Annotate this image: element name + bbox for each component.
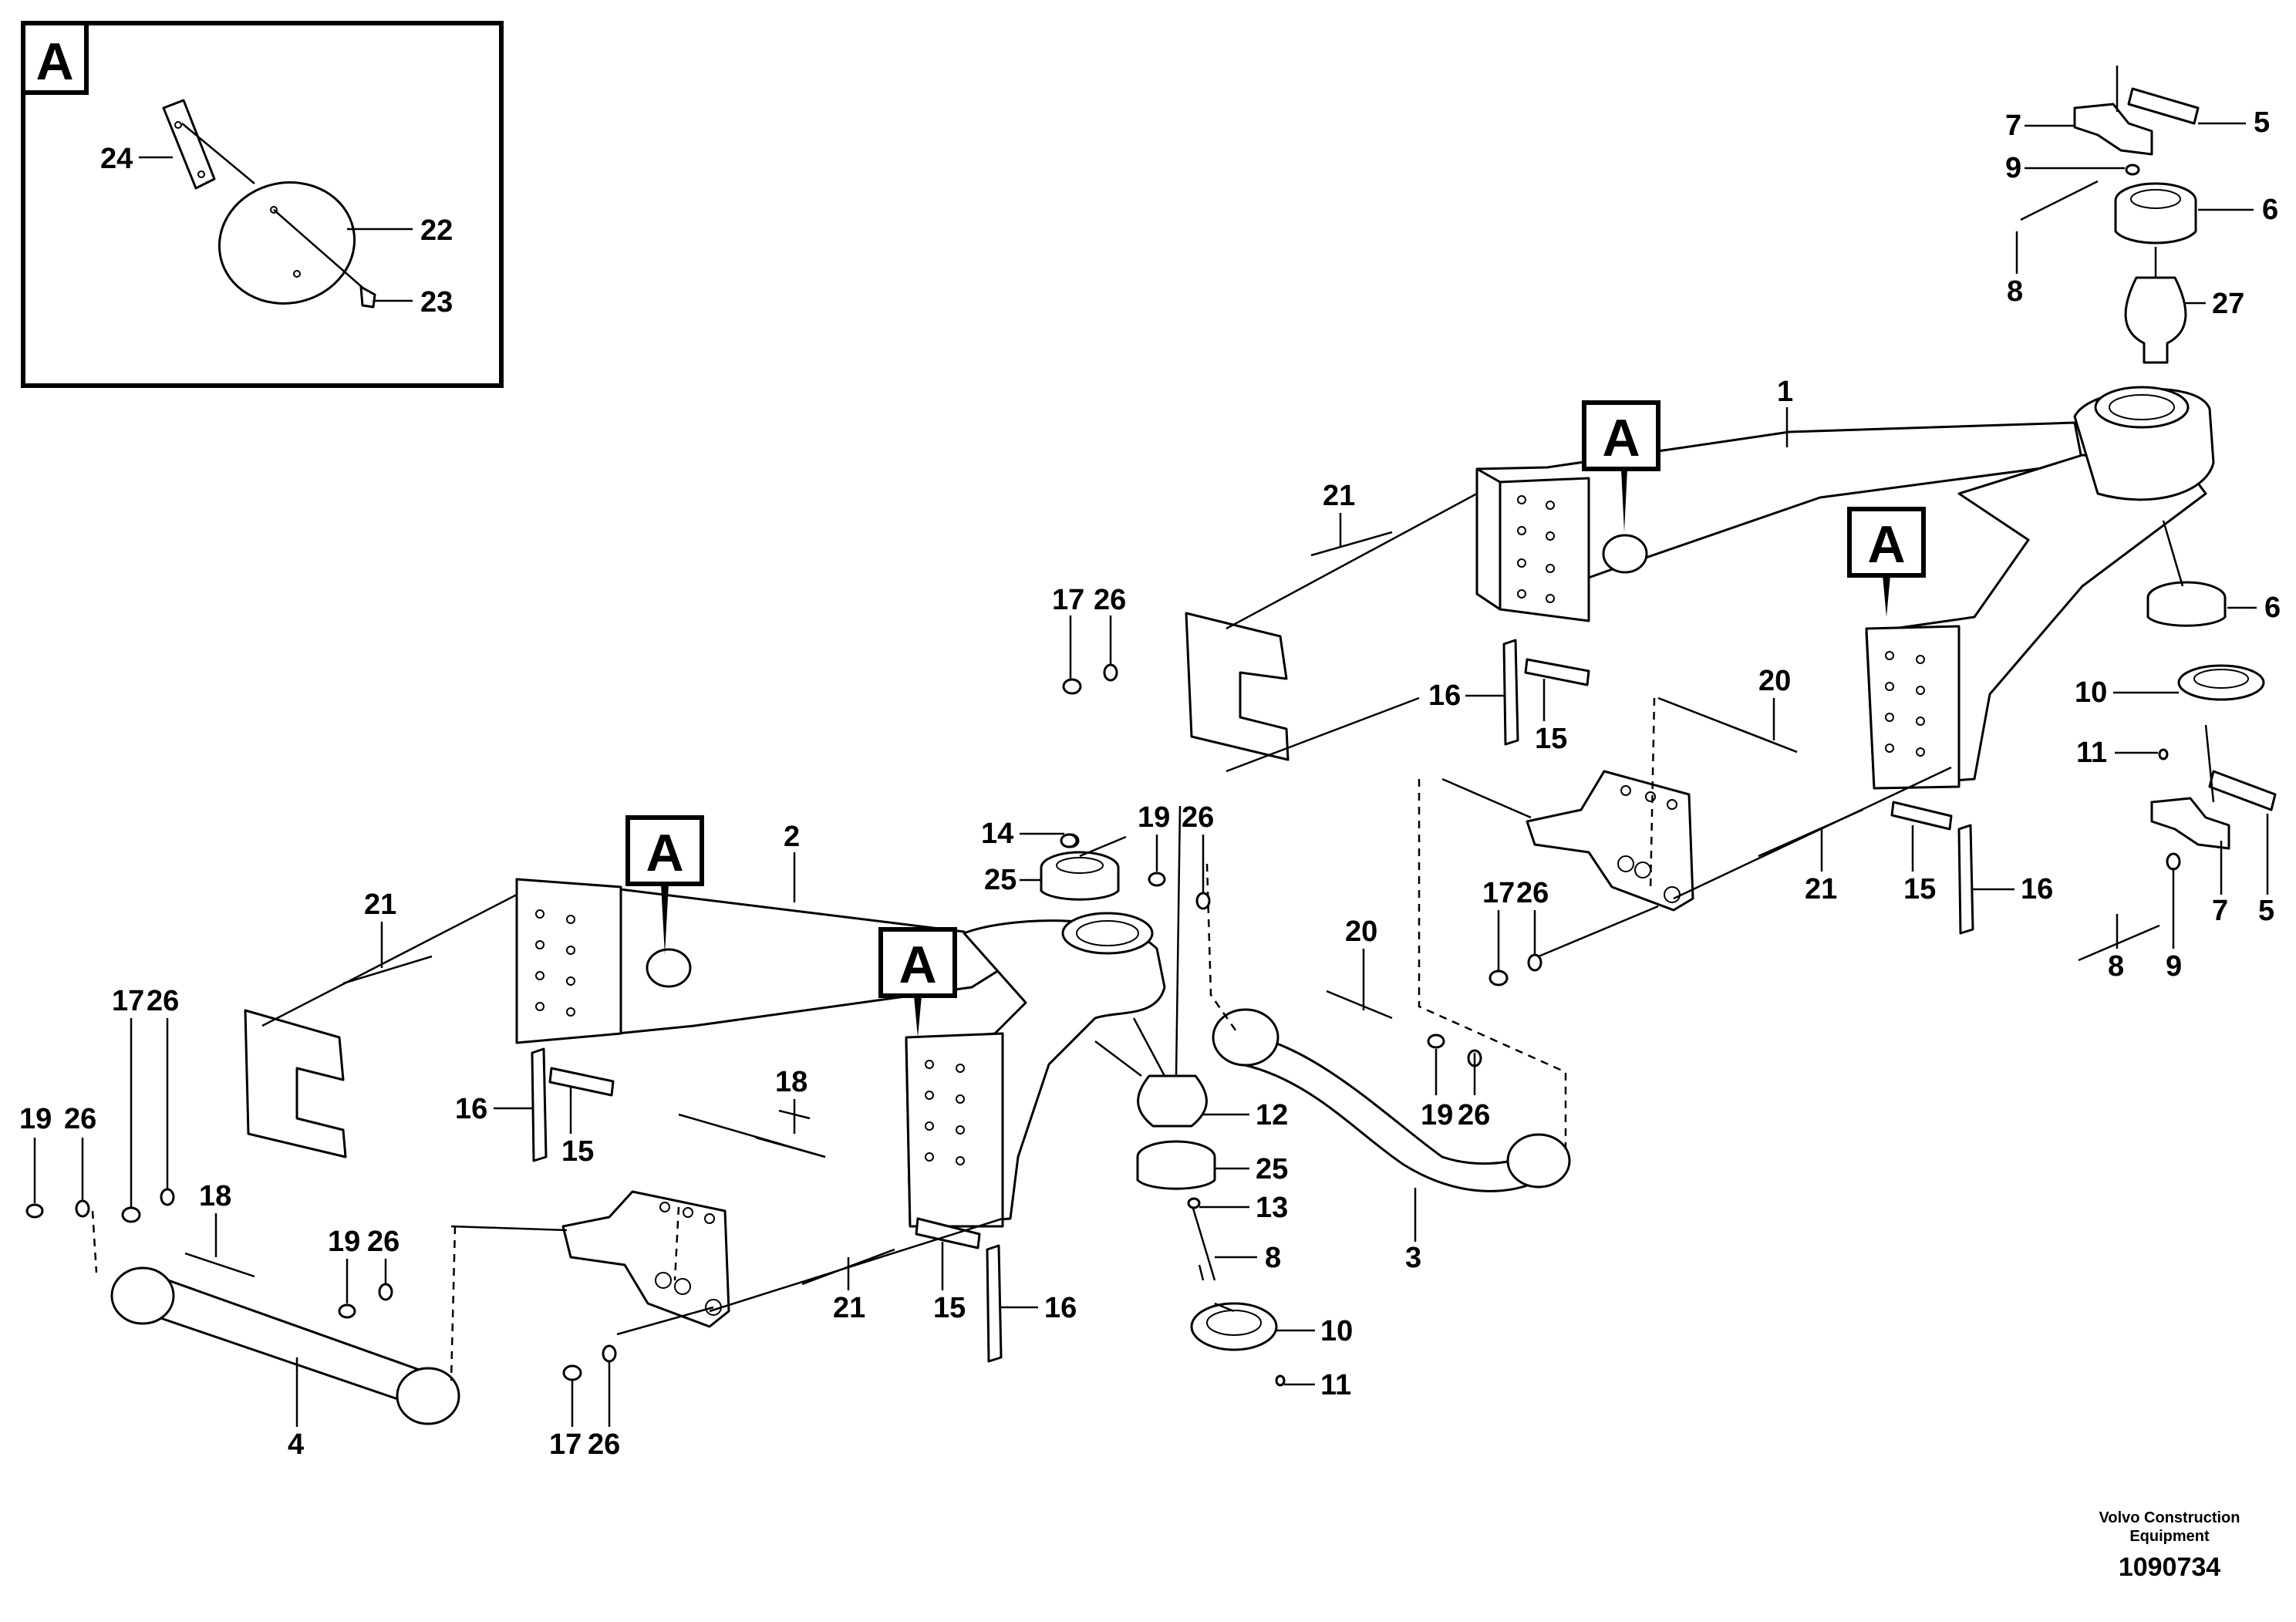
ball-stud-27 [2124,276,2187,364]
c-bracket-lower [244,1009,347,1158]
label-10-upper: 10 [2075,676,2107,709]
label-20-a: 20 [1758,665,1791,697]
label-7-bottom: 7 [2212,895,2228,927]
cross-bracket-upper [1526,770,1694,912]
label-24: 24 [100,143,133,175]
pins-and-leaders [184,66,2215,1336]
label-11-lower: 11 [1320,1369,1351,1401]
label-13: 13 [1256,1192,1288,1224]
label-14: 14 [981,818,1013,850]
company-name-line1: Volvo Construction [2099,1509,2240,1526]
label-8-right: 8 [2108,950,2124,983]
label-25-b: 25 [1256,1153,1288,1185]
label-22: 22 [420,214,453,247]
drawing-footer: Volvo Construction Equipment 1090734 [2099,1509,2240,1582]
label-19-c: 19 [19,1103,52,1135]
label-12: 12 [1256,1099,1288,1131]
label-16-c: 16 [455,1093,487,1125]
label-11-upper: 11 [2076,737,2107,769]
label-9-top: 9 [2005,152,2021,184]
label-8-top: 8 [2007,275,2023,308]
label-2: 2 [784,821,800,853]
label-26-h: 26 [588,1428,620,1461]
svg-text:A: A [1602,409,1640,467]
bearing-25-bottom [1136,1140,1216,1190]
bearing-6-lower [2146,581,2227,627]
label-27: 27 [2212,288,2244,320]
lower-a-frame-2 [515,878,1166,1228]
label-17-d: 17 [549,1428,582,1461]
company-name-line2: Equipment [2129,1528,2210,1545]
label-16-b: 16 [2021,873,2053,905]
label-17-c: 17 [112,985,144,1017]
c-bracket-upper [1185,612,1290,761]
label-26-b: 26 [1516,877,1549,909]
label-15-c: 15 [561,1135,594,1168]
label-21-c: 21 [364,889,396,921]
label-26-e: 26 [147,985,179,1017]
svg-text:A: A [1867,515,1905,574]
rubber-bush-12 [1137,1074,1208,1128]
retainer-10-upper [2177,664,2265,701]
label-21-a: 21 [1323,480,1355,512]
label-19-a: 19 [1138,801,1170,834]
link-arm-3 [1212,1008,1571,1192]
label-1: 1 [1777,376,1793,408]
callout-a-lower-right: A [878,927,957,1037]
detail-view-a: A 24 22 23 [21,21,504,388]
label-10-lower: 10 [1320,1315,1353,1347]
callout-a-upper-left: A [1582,400,1660,532]
svg-text:A: A [646,824,683,882]
link-arm-4 [110,1266,460,1425]
label-19-d: 19 [328,1226,360,1258]
label-8-lower: 8 [1265,1242,1281,1274]
label-15-b: 15 [1903,873,1936,905]
label-20-b: 20 [1345,916,1377,948]
label-6-top: 6 [2262,194,2278,226]
label-19-b: 19 [1421,1099,1453,1131]
bearing-6-top [2114,182,2197,244]
label-21-d: 21 [833,1292,865,1324]
label-9-bottom: 9 [2166,950,2182,983]
label-25-a: 25 [984,864,1017,896]
label-26-f: 26 [64,1103,96,1135]
bearing-25-top [1040,851,1120,901]
label-18-a: 18 [775,1066,807,1098]
label-15-d: 15 [933,1292,966,1324]
label-4: 4 [288,1428,304,1461]
label-3: 3 [1405,1242,1421,1274]
label-26-d: 26 [1458,1099,1490,1131]
label-21-b: 21 [1805,873,1837,905]
label-5-bottom: 5 [2258,895,2274,927]
label-7-top: 7 [2005,110,2021,142]
label-16-a: 16 [1428,679,1461,712]
part-labels: 1 2 3 4 5 5 6 6 7 7 8 8 8 9 9 10 10 11 [19,106,2281,1461]
label-26-c: 26 [1182,801,1214,834]
dashed-leaders [91,697,1656,1381]
callout-a-upper-right: A [1847,507,1926,617]
svg-text:A: A [899,936,936,994]
label-17-b: 17 [1482,877,1515,909]
detail-view-label: A [35,32,73,91]
label-15-a: 15 [1535,723,1567,755]
drawing-number: 1090734 [2119,1553,2220,1582]
callout-a-lower-left: A [625,815,704,955]
label-26-g: 26 [367,1226,400,1258]
label-16-d: 16 [1044,1292,1077,1324]
label-6-mid: 6 [2264,592,2281,624]
label-5-top: 5 [2254,106,2270,139]
label-18-b: 18 [199,1180,231,1212]
cross-bracket-lower [561,1190,730,1328]
label-26-a: 26 [1094,584,1126,616]
label-17-a: 17 [1052,584,1084,616]
label-23: 23 [420,286,453,319]
retainer-10-lower [1190,1302,1278,1351]
